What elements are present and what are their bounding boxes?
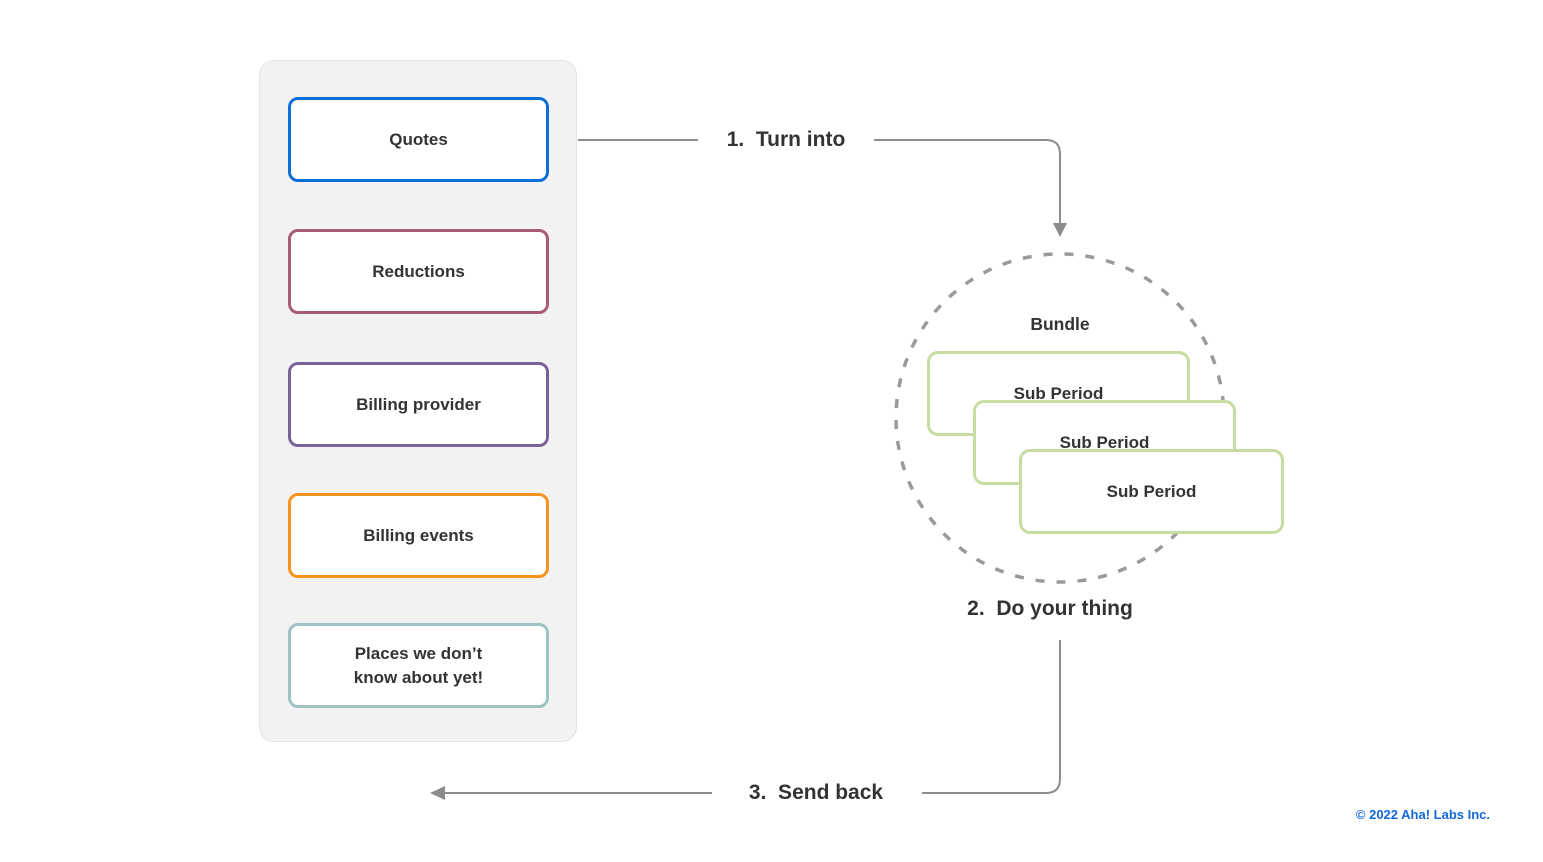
copyright-notice: © 2022 Aha! Labs Inc. xyxy=(1355,806,1490,822)
arrow-send-back-arrowhead xyxy=(430,786,445,800)
node-billing-events: Billing events xyxy=(288,493,549,578)
step-label-do-your-thing: 2. Do your thing xyxy=(967,597,1133,620)
step-label-turn-into: 1. Turn into xyxy=(726,128,846,151)
arrow-send-back-segment-right xyxy=(922,640,1061,794)
node-quotes: Quotes xyxy=(288,97,549,182)
node-reductions: Reductions xyxy=(288,229,549,314)
sub-period-card: Sub Period xyxy=(1019,449,1284,534)
node-billing-provider: Billing provider xyxy=(288,362,549,447)
step-label-send-back: 3. Send back xyxy=(748,781,884,804)
arrow-turn-into-segment-right xyxy=(874,139,1061,224)
arrow-turn-into-arrowhead xyxy=(1053,223,1067,237)
bundle-title: Bundle xyxy=(1030,313,1090,334)
node-places-unknown: Places we don’t know about yet! xyxy=(288,623,549,708)
